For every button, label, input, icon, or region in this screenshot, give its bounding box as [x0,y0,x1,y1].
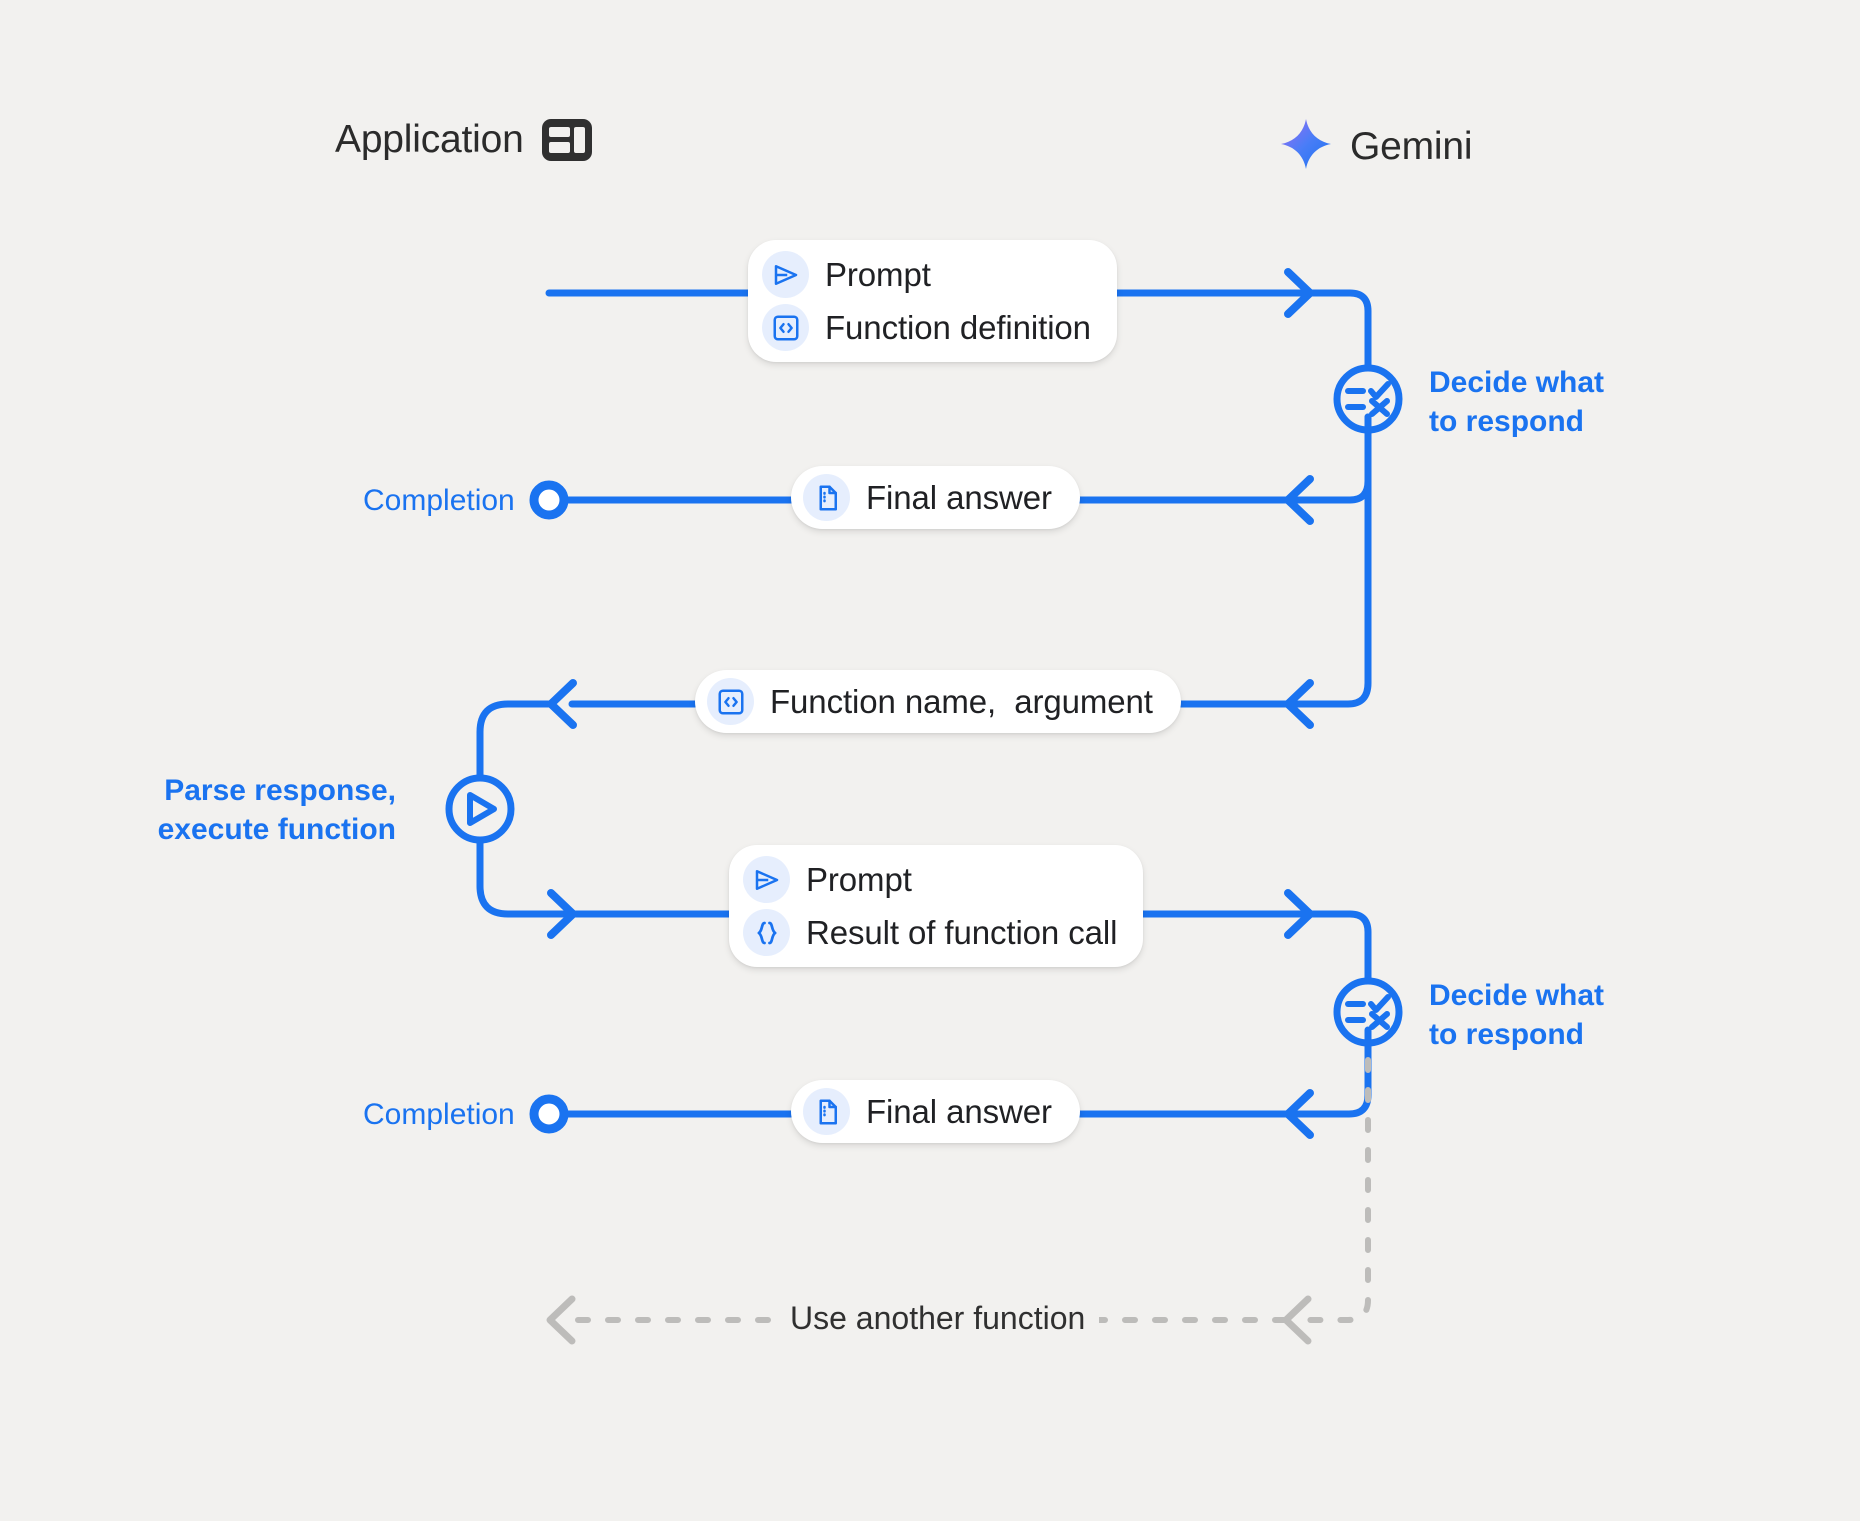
app-layout-icon [541,119,592,161]
header-application: Application [335,118,592,162]
wire-function-call-rail [1296,413,1372,708]
curly-braces-icon [743,909,790,956]
label-completion-2: Completion [363,1098,515,1131]
card-row: Final answer [803,1088,1052,1135]
card-row-label: Final answer [866,478,1052,516]
arrowhead-loop-gemini [1282,1295,1312,1345]
arrowhead-request-1 [1284,268,1314,318]
annotation-decide-1: Decide what to respond [1429,366,1605,438]
gemini-sparkle-icon [1280,118,1332,175]
header-application-label: Application [335,118,524,161]
annotation-parse-execute: Parse response, execute function [157,774,396,846]
header-gemini: Gemini [1280,118,1473,175]
annotation-decide-2: Decide what to respond [1429,979,1605,1051]
wire-loop-rail [1307,1057,1371,1323]
play-circle [445,774,515,844]
arrowhead-response-1 [1284,475,1314,525]
card-row: Function definition [762,304,1091,351]
wire-parse-rail [476,700,555,782]
wire-request-2-rail [1296,910,1372,996]
node-completion-2 [529,1094,569,1134]
card-row-label: Function name, argument [770,682,1153,720]
loop-label: Use another function [776,1300,1100,1337]
final-answer-card[interactable]: Final answer [791,1080,1080,1143]
card-row: Result of function call [743,909,1117,956]
card-row-label: Result of function call [806,913,1118,951]
wire-parse-rail-down [476,836,555,918]
card-row: Final answer [803,474,1052,521]
prompt-function-definition-card[interactable]: Prompt Function definition [748,240,1117,362]
document-icon [803,474,850,521]
wire-request-1-rail [1296,289,1372,385]
card-row: Function name, argument [707,678,1153,725]
final-answer-card[interactable]: Final answer [791,466,1080,529]
label-completion-1: Completion [363,484,515,517]
arrowhead-function-call [1284,679,1314,729]
card-row-label: Prompt [825,255,931,293]
card-row: Prompt [762,251,1091,298]
code-brackets-icon [762,304,809,351]
document-icon [803,1088,850,1135]
play-glyph [467,792,497,826]
card-row-label: Function definition [825,308,1091,346]
card-row-label: Final answer [866,1092,1052,1130]
arrowhead-request-2 [1284,889,1314,939]
arrowhead-response-2 [1284,1089,1314,1139]
card-row: Prompt [743,856,1117,903]
arrowhead-request-2-app [547,889,577,939]
send-icon [762,251,809,298]
header-gemini-label: Gemini [1350,124,1473,168]
send-icon [743,856,790,903]
card-row-label: Prompt [806,860,912,898]
node-completion-1 [529,480,569,520]
prompt-result-card[interactable]: Prompt Result of function call [729,845,1144,967]
function-name-argument-card[interactable]: Function name, argument [695,670,1181,733]
code-brackets-icon [707,678,754,725]
arrowhead-loop-app [546,1295,576,1345]
